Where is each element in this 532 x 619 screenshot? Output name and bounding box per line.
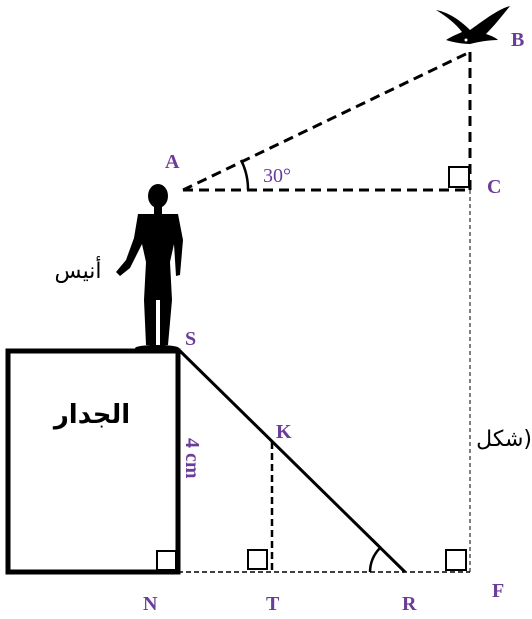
angle-arc-a [239,159,250,191]
wall-label: الجدار [52,400,130,430]
side-measure-label: 4 cm [181,438,203,479]
point-label-s: S [185,328,196,350]
point-label-n: N [143,593,158,615]
point-label-c: C [487,176,501,198]
point-label-a: A [165,151,180,173]
point-label-t: T [266,593,280,615]
angle-arc-r [368,547,381,573]
right-angle-marker-n [156,550,177,571]
person-label: أنيس [55,256,102,284]
point-label-b: B [511,29,524,51]
point-label-r: R [402,593,417,615]
right-angle-marker-t [247,549,268,570]
slope-line-sr [176,347,407,574]
point-label-f: F [492,580,504,602]
angle-label-a: 30° [263,165,291,187]
bird-icon [436,6,510,44]
wall-rect [5,348,181,575]
right-angle-marker-f [445,549,467,571]
right-angle-marker-c [448,166,470,188]
segment-ab [182,50,471,192]
clipped-arabic-text: شكل) [476,427,532,452]
person-icon [116,184,183,351]
point-label-k: K [276,421,292,443]
